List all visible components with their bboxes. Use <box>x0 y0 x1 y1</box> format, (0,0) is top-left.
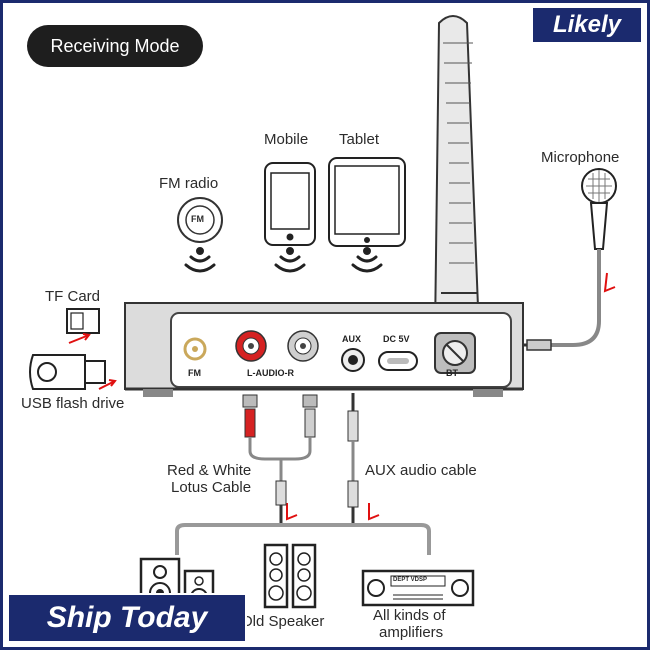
aux-cable <box>347 393 359 525</box>
amplifiers-label-line1: All kinds of <box>373 607 446 624</box>
amplifier-icon <box>361 569 475 607</box>
aux-cable-label: AUX audio cable <box>365 462 477 479</box>
usb-drive-icon <box>29 354 106 390</box>
tablet-icon <box>328 157 406 247</box>
l-audio-r-label: L-AUDIO-R <box>247 368 294 378</box>
signal-icon-mobile <box>274 247 306 273</box>
ship-today-badge: Ship Today <box>7 593 247 643</box>
microphone-label: Microphone <box>541 149 620 166</box>
fm-icon-text: FM <box>191 214 204 224</box>
aux-port <box>341 348 365 372</box>
antenna <box>433 15 481 334</box>
old-speaker-label: Old Speaker <box>241 613 325 630</box>
fm-port <box>183 337 207 361</box>
fm-radio-label: FM radio <box>159 175 219 192</box>
mobile-phone-icon <box>264 162 316 246</box>
usb-drive-label: USB flash drive <box>21 395 125 412</box>
red-rca-port <box>235 330 267 362</box>
dc-port <box>378 351 418 371</box>
tf-card-icon <box>66 308 100 334</box>
dc-port-label: DC 5V <box>383 334 410 344</box>
signal-icon-tablet <box>351 247 383 273</box>
tf-card-label: TF Card <box>45 288 101 305</box>
amplifiers-label-line2: amplifiers <box>379 624 444 641</box>
diagram-graphics <box>29 15 617 611</box>
output-bracket <box>175 523 431 555</box>
rca-cable <box>242 394 318 523</box>
signal-icon-fm <box>184 247 216 273</box>
receiving-mode-badge: Receiving Mode <box>27 25 203 67</box>
fm-port-label: FM <box>188 368 201 378</box>
aux-port-label: AUX <box>342 334 362 344</box>
arrow-icons <box>68 272 616 521</box>
tablet-label: Tablet <box>339 131 380 148</box>
lotus-cable-label-line2: Lotus Cable <box>171 479 252 496</box>
amp-display-text: DEPT VDSP <box>393 577 428 583</box>
microphone-icon <box>523 168 617 351</box>
white-rca-port <box>287 330 319 362</box>
bt-port-label: BT <box>446 368 458 378</box>
old-speaker-icon <box>263 543 317 609</box>
brand-badge: Likely <box>531 6 643 44</box>
mobile-label: Mobile <box>264 131 309 148</box>
lotus-cable-label-line1: Red & White <box>167 462 252 479</box>
bt-antenna-mount <box>434 332 476 374</box>
fm-radio-icon <box>177 197 223 243</box>
